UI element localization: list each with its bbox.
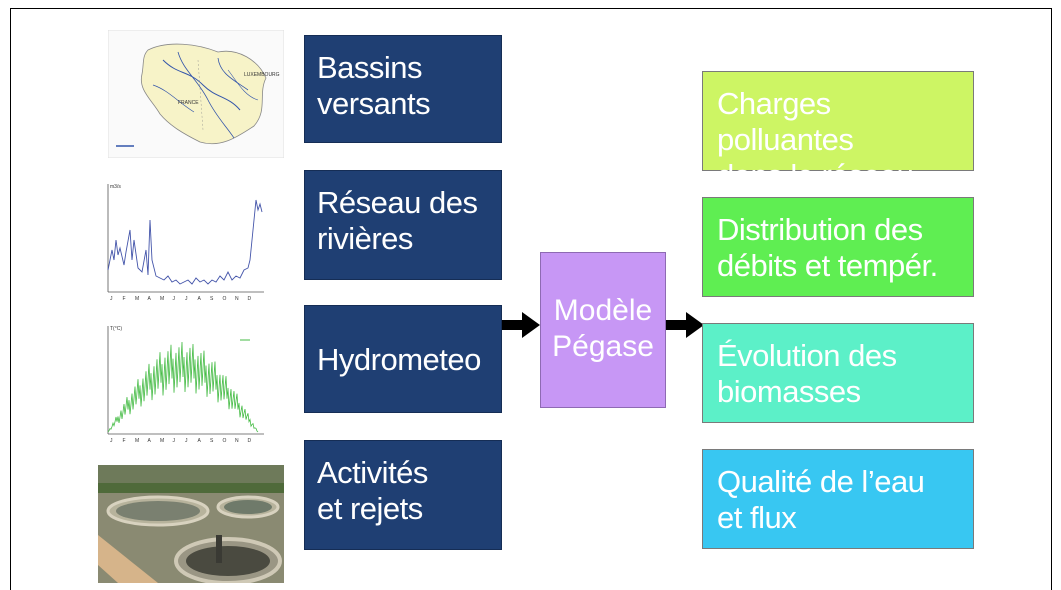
month-tick-label: A [198,438,202,444]
input-box-hydrometeo: Hydrometeo [304,305,502,413]
output-label: Charges polluantes dans le réseau [717,86,914,193]
temperature-series-line [107,341,259,433]
watershed-map-thumbnail: LUXEMBOURG FRANCE [108,30,284,158]
month-tick-label: A [148,438,152,444]
month-tick-label: D [248,438,252,444]
svg-text:T(°C): T(°C) [110,326,122,332]
month-tick-label: J [110,296,113,302]
map-label-luxembourg: LUXEMBOURG [244,72,280,78]
month-tick-label: J [173,438,176,444]
input-label: Bassins versants [317,50,431,121]
month-tick-label: N [235,296,239,302]
input-label: Hydrometeo [317,342,481,377]
slide-frame [10,8,1052,590]
month-tick-label: M [135,296,139,302]
month-tick-label: M [160,438,164,444]
input-box-activites-et-rejets: Activités et rejets [304,440,502,550]
month-tick-label: O [223,296,227,302]
month-tick-label: S [210,438,214,444]
input-label: Réseau des rivières [317,185,478,256]
map-label-france: FRANCE [178,100,199,106]
flow-chart-thumbnail: m3/s J F M A M J J A S O N D [100,180,268,304]
input-box-reseau-des-rivieres: Réseau des rivières [304,170,502,280]
month-tick-label: N [235,438,239,444]
treatment-plant-photo [98,465,284,583]
month-tick-label: M [160,296,164,302]
month-tick-label: A [198,296,202,302]
month-tick-label: J [185,296,188,302]
month-tick-label: J [173,296,176,302]
output-box-evolution-biomasses: Évolution des biomasses [702,323,974,423]
output-label: Distribution des débits et tempér. [717,212,938,283]
month-tick-label: D [248,296,252,302]
output-label: Évolution des biomasses [717,338,897,409]
month-tick-label: J [110,438,113,444]
month-tick-label: A [148,296,152,302]
output-box-distribution-debits: Distribution des débits et tempér. [702,197,974,297]
output-box-qualite-eau: Qualité de l’eau et flux [702,449,974,549]
output-box-charges-polluantes: Charges polluantes dans le réseau [702,71,974,193]
month-tick-label: F [123,438,126,444]
month-tick-label: S [210,296,214,302]
arrow-right-icon [502,312,540,338]
input-label: Activités et rejets [317,455,428,526]
month-tick-label: O [223,438,227,444]
model-pegase-box: Modèle Pégase [540,252,666,408]
arrow-right-icon [666,312,704,338]
month-tick-label: J [185,438,188,444]
month-tick-label: M [135,438,139,444]
input-box-bassins-versants: Bassins versants [304,35,502,143]
svg-text:m3/s: m3/s [110,184,121,190]
temperature-chart-thumbnail: T(°C) J F M A M J J A S O N D [100,322,268,446]
model-label: Modèle Pégase [552,294,654,363]
output-label: Qualité de l’eau et flux [717,464,925,535]
month-tick-label: F [123,296,126,302]
